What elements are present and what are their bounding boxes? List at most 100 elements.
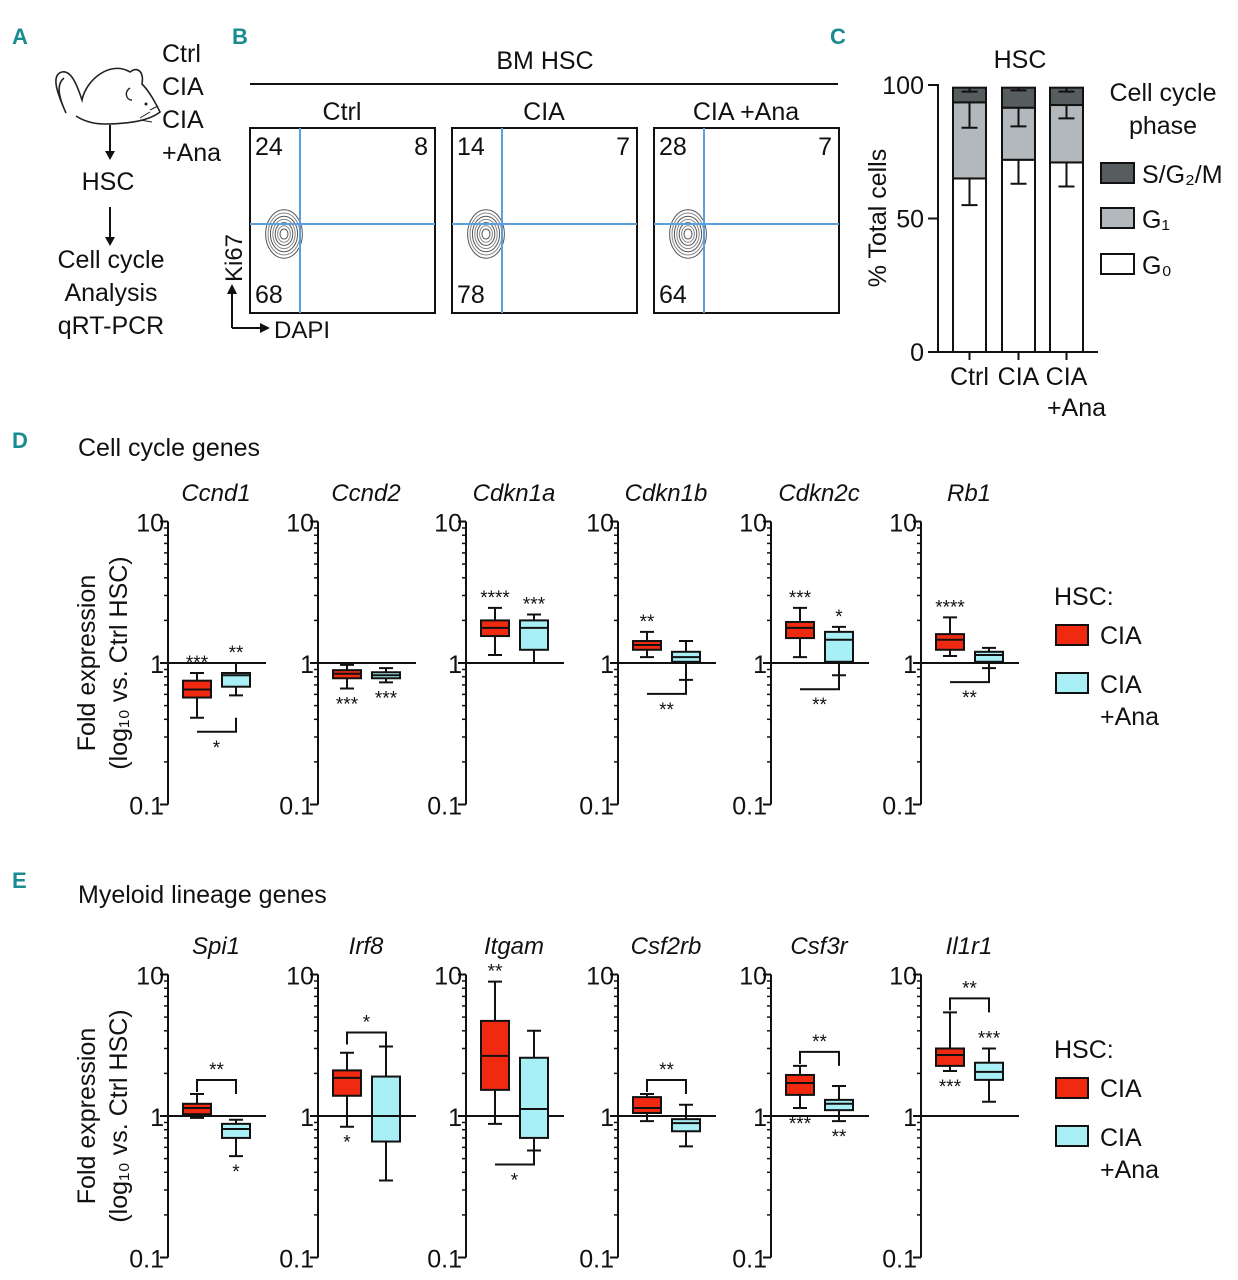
flow-plot-label: Ctrl <box>323 98 362 126</box>
quadrant-value-upper-right: 7 <box>818 133 832 161</box>
y-tick-label: 0.1 <box>279 793 314 821</box>
bracket-stars: ** <box>812 695 827 716</box>
box-cia: * <box>332 1051 362 1154</box>
legend-title: Cell cycle <box>1110 79 1217 107</box>
box-iqr <box>632 1096 662 1115</box>
y-tick-label: 10 <box>136 963 164 991</box>
bar-segment-g0 <box>1049 161 1084 353</box>
quadrant-value-upper-left: 24 <box>255 133 283 161</box>
x-tick-label: Ctrl <box>950 363 989 391</box>
legend-label: S/G₂/M <box>1142 161 1223 189</box>
bracket-stars: ** <box>209 1060 224 1081</box>
step-analysis: Analysis <box>64 279 157 307</box>
contour <box>476 222 496 246</box>
legend-swatch <box>1100 207 1135 229</box>
box-iqr <box>332 1069 362 1097</box>
x-tick-label: CIA <box>998 363 1040 391</box>
panel-label-E: E <box>12 868 27 893</box>
legend-label: CIA <box>1100 1124 1142 1152</box>
significance-stars: * <box>343 1133 351 1154</box>
significance-stars: ** <box>640 612 655 633</box>
step-hsc: HSC <box>82 168 135 196</box>
legend-swatch-cia-ana <box>1055 1125 1089 1147</box>
group-label: CIA <box>162 73 204 101</box>
box-cia-ana <box>519 1029 549 1152</box>
box-cia: ** <box>480 962 510 1125</box>
significance-stars: *** <box>789 588 812 609</box>
y-tick-label: 0.1 <box>427 1246 462 1274</box>
error-bar <box>961 87 978 93</box>
plot-frame <box>249 127 436 314</box>
mouse-icon <box>55 67 162 125</box>
contour <box>479 225 493 243</box>
y-tick-label: 10 <box>586 963 614 991</box>
box-iqr <box>182 1102 212 1116</box>
significance-stars: ** <box>488 962 503 983</box>
y-tick-label: 10 <box>889 963 917 991</box>
y-axis-label: Fold expression <box>73 575 101 751</box>
contour <box>481 228 491 240</box>
box-iqr <box>371 1075 401 1143</box>
panel-d-title: Cell cycle genes <box>78 434 260 462</box>
significance-bracket <box>647 679 687 695</box>
error-bar <box>1058 162 1075 188</box>
arrow-up-icon <box>227 284 237 294</box>
legend-label: CIA <box>1100 622 1142 650</box>
box-iqr <box>221 1122 251 1139</box>
contour <box>683 228 693 240</box>
y-axis-label: Fold expression <box>73 1028 101 1204</box>
contour <box>676 218 700 250</box>
legend-swatch-cia <box>1055 624 1089 646</box>
box-cia: **** <box>935 597 965 658</box>
panel-e-title: Myeloid lineage genes <box>78 881 327 909</box>
gene-title: Csf2rb <box>631 933 702 960</box>
box-cia-ana: *** <box>519 595 549 664</box>
panel-label-D: D <box>12 428 28 453</box>
contour <box>678 222 698 246</box>
significance-stars: *** <box>186 653 209 674</box>
contour <box>265 209 303 259</box>
significance-stars: * <box>232 1162 240 1183</box>
box-cia <box>632 1093 662 1123</box>
y-tick-label: 0.1 <box>427 793 462 821</box>
significance-stars: ** <box>832 1127 847 1148</box>
y-tick-label: 10 <box>286 963 314 991</box>
box-iqr <box>785 1073 815 1096</box>
significance-bracket <box>346 1031 387 1047</box>
y-tick-label: 0.1 <box>732 793 767 821</box>
legend-label: +Ana <box>1100 1156 1159 1184</box>
y-tick-label: 0.1 <box>732 1246 767 1274</box>
gene-title: Spi1 <box>192 933 240 960</box>
plot-frame <box>653 127 840 314</box>
box-cia-ana <box>371 1045 401 1182</box>
y-axis-label: % Total cells <box>864 149 892 288</box>
contour <box>272 218 296 250</box>
gene-title: Rb1 <box>947 480 991 507</box>
panel-label-A: A <box>12 24 28 49</box>
y-axis-label: Ki67 <box>221 234 248 282</box>
significance-stars: *** <box>789 1114 812 1135</box>
box-cia: *** <box>785 588 815 659</box>
box-cia-ana: *** <box>371 667 401 709</box>
y-tick-label: 0.1 <box>882 793 917 821</box>
bracket-stars: * <box>213 738 221 759</box>
x-tick-label: +Ana <box>1047 394 1106 422</box>
error-bar <box>1010 87 1027 92</box>
error-bar <box>1058 87 1075 93</box>
gene-title: Ccnd2 <box>331 480 400 507</box>
box-iqr <box>671 1118 701 1133</box>
contour <box>681 225 695 243</box>
legend-swatch <box>1100 162 1135 184</box>
panel-label-B: B <box>232 24 248 49</box>
significance-bracket <box>197 717 237 733</box>
y-tick-label: 0.1 <box>279 1246 314 1274</box>
box-cia: ** <box>632 612 662 659</box>
box-cia-ana <box>671 640 701 681</box>
y-tick-label: 0.1 <box>579 1246 614 1274</box>
